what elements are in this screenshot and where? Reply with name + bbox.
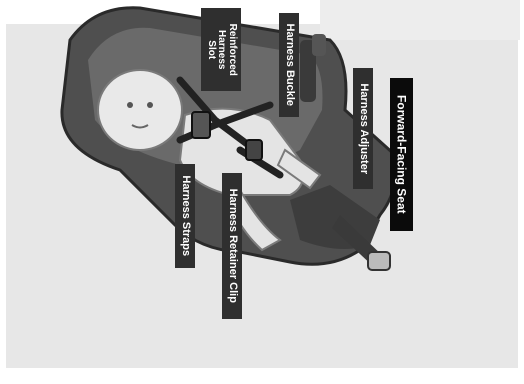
- harness-buckle-label: Harness Buckle: [279, 13, 299, 117]
- harness-retainer-clip-shape: [192, 112, 210, 138]
- harness-adjuster-label: Harness Adjuster: [353, 68, 373, 189]
- forward-facing-seat-label: Forward-Facing Seat: [390, 78, 413, 231]
- harness-buckle-shape: [246, 140, 262, 160]
- harness-straps-label: Harness Straps: [175, 164, 195, 268]
- harness-retainer-clip-label: Harness Retainer Clip: [222, 173, 242, 319]
- background-panel-top: [320, 0, 520, 40]
- reinforced-harness-slot-label: Reinforced Harness Slot: [201, 8, 241, 91]
